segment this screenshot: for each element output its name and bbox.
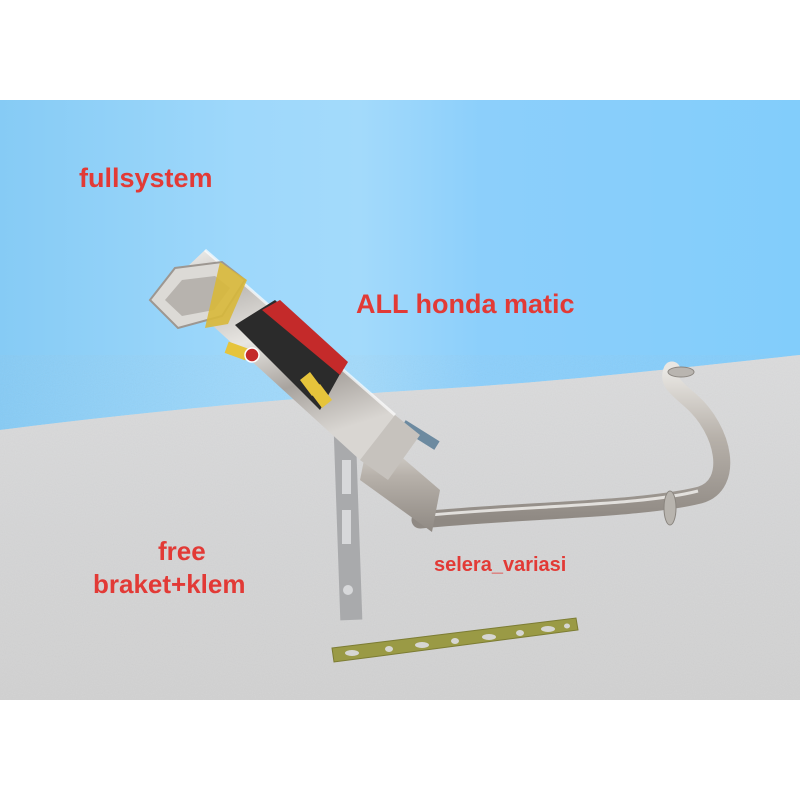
muffler <box>148 248 420 480</box>
fullsystem-label: fullsystem <box>79 163 213 193</box>
muffler-sticker <box>224 300 348 410</box>
foam-surface <box>0 355 800 700</box>
exhaust-product <box>148 248 731 663</box>
header-flange <box>663 490 677 526</box>
product-photo: fullsystem ALL honda matic free braket+k… <box>0 100 800 700</box>
gold-mesh-band <box>205 262 247 328</box>
compatibility-label: ALL honda matic <box>356 289 575 319</box>
strap-clamp <box>331 617 579 663</box>
bracket-clamp-label: braket+klem <box>93 569 246 599</box>
seller-watermark: selera_variasi <box>434 554 567 576</box>
mounting-bracket <box>333 429 363 621</box>
header-pipe <box>411 361 731 529</box>
free-label: free <box>158 536 206 566</box>
